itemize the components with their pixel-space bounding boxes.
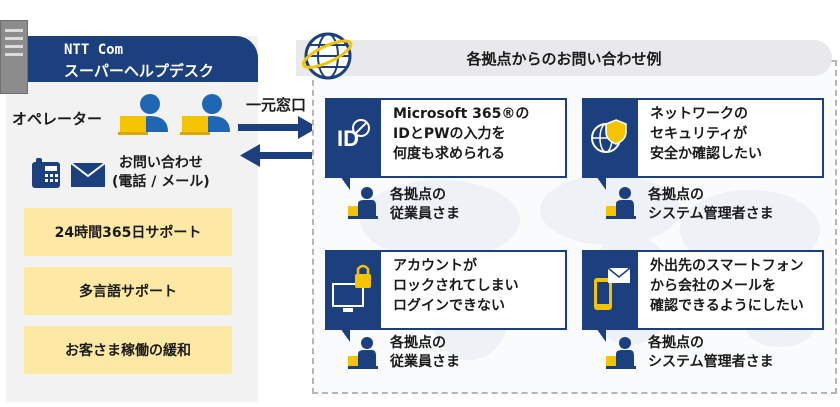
card-line: アカウントが [393,258,477,274]
card-line: Microsoft 365®の [393,106,530,122]
mail-icon [70,162,106,187]
card-line: 確認できるようにしたい [650,298,804,314]
staff-label: 各拠点の 従業員さま [390,334,460,372]
operators-icon [118,94,230,135]
smartphone-mail-icon [582,250,638,330]
staff-person-icon [606,187,636,219]
svg-text:ID: ID [337,126,359,151]
staff-line: システム管理者さま [648,354,774,370]
staff-line: 各拠点の [390,187,446,203]
route-label: 一元窓口 [246,96,307,114]
example-card-network-security: ネットワークの セキュリティが 安全か確認したい [582,98,824,178]
card-line: ネットワークの [650,106,748,122]
staff-line: システム管理者さま [648,206,774,222]
locked-monitor-icon [325,250,381,330]
card-line: 外出先のスマートフォン [650,258,804,274]
id-blocked-icon: ID [325,98,381,178]
staff-line: 各拠点の [648,187,704,203]
card-line: セキュリティが [650,126,748,142]
globe-icon [302,32,353,80]
server-icon [0,20,28,94]
operator-person-icon [180,94,230,135]
helpdesk-header: NTT Com スーパーヘルプデスク [6,36,258,82]
contact-line1: お問い合わせ [118,155,203,171]
helpdesk-title-line1: NTT Com [64,42,124,58]
bidirectional-arrows-icon [238,116,320,167]
staff-person-icon [606,337,636,369]
staff-line: 従業員さま [390,206,460,222]
speech-tail [596,176,606,190]
arrow-right-icon [238,116,318,139]
example-card-m365-login: ID Microsoft 365®の IDとPWの入力を 何度も求められる [325,98,567,178]
staff-person-icon [348,337,378,369]
card-line: 安全か確認したい [650,146,762,162]
staff-line: 従業員さま [390,354,460,370]
example-card-smartphone-mail: 外出先のスマートフォン から会社のメールを 確認できるようにしたい [582,250,824,330]
staff-label: 各拠点の 従業員さま [390,186,460,224]
card-line: ロックされてしまい [393,278,519,294]
feature-workload-relief: お客さま稼働の緩和 [24,326,232,374]
staff-line: 各拠点の [648,335,704,351]
staff-label: 各拠点の システム管理者さま [648,334,774,372]
arrow-left-icon [240,144,320,167]
staff-label: 各拠点の システム管理者さま [648,186,774,224]
examples-title: 各拠点からのお問い合わせ例 [466,50,662,68]
example-card-account-locked: アカウントが ロックされてしまい ログインできない [325,250,567,330]
card-line: IDとPWの入力を [393,126,506,142]
card-line: ログインできない [393,298,505,314]
contact-label: お問い合わせ (電話 / メール) [112,154,210,192]
speech-tail [340,176,350,190]
operator-person-icon [118,94,168,135]
feature-multilingual: 多言語サポート [24,267,232,315]
speech-tail [596,328,606,342]
phone-icon [32,158,60,188]
helpdesk-title-line2: スーパーヘルプデスク [64,62,214,80]
feature-24h-support: 24時間365日サポート [24,208,232,256]
staff-line: 各拠点の [390,335,446,351]
contact-line2: (電話 / メール) [112,174,210,190]
staff-person-icon [348,187,378,219]
card-line: 何度も求められる [393,146,505,162]
card-line: から会社のメールを [650,278,776,294]
examples-header: 各拠点からのお問い合わせ例 [296,40,832,76]
globe-shield-icon [582,98,638,178]
speech-tail [340,328,350,342]
operator-label: オペレーター [12,110,103,128]
